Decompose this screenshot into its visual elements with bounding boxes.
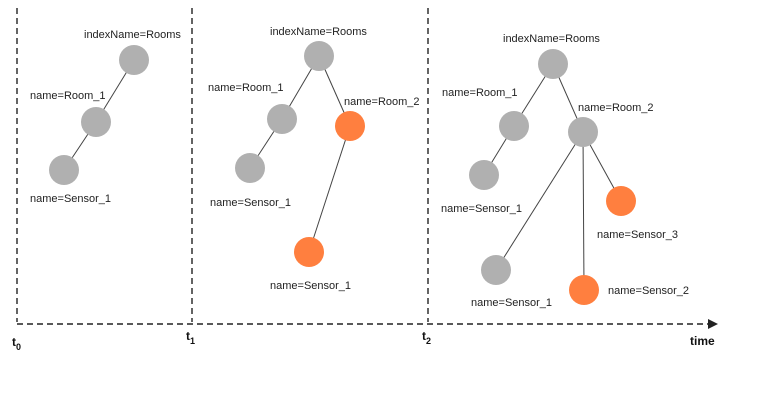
node-room1: [267, 104, 297, 134]
node-room2: [335, 111, 365, 141]
label-room1: name=Room_1: [30, 90, 106, 102]
label-root: indexName=Rooms: [503, 33, 600, 45]
label-sensor1: name=Sensor_1: [441, 203, 522, 215]
label-sensor1: name=Sensor_1: [30, 193, 111, 205]
panel-t2: indexName=Rooms name=Room_1 name=Room_2 …: [441, 33, 689, 309]
tick-t0: t0: [12, 335, 21, 352]
node-room1: [81, 107, 111, 137]
label-room2-sensor1: name=Sensor_1: [270, 280, 351, 292]
label-root: indexName=Rooms: [270, 26, 367, 38]
node-root: [304, 41, 334, 71]
time-axis-label: time: [690, 334, 715, 348]
node-sensor3: [606, 186, 636, 216]
node-sensor1: [469, 160, 499, 190]
time-axis-arrowhead: [708, 319, 718, 329]
label-sensor3: name=Sensor_3: [597, 229, 678, 241]
node-sensor2: [569, 275, 599, 305]
label-room2: name=Room_2: [344, 96, 420, 108]
label-root: indexName=Rooms: [84, 29, 181, 41]
edge-room2-sensor2: [582, 131, 585, 291]
label-room1: name=Room_1: [442, 87, 518, 99]
panel-t1: indexName=Rooms name=Room_1 name=Room_2 …: [208, 26, 420, 292]
node-root: [538, 49, 568, 79]
tick-t2: t2: [422, 329, 431, 346]
label-sensor2: name=Sensor_2: [608, 285, 689, 297]
edge-room2-sensor1: [495, 131, 584, 271]
edge-room2-sensor1: [308, 125, 351, 253]
node-sensor1: [49, 155, 79, 185]
node-root: [119, 45, 149, 75]
node-room2: [568, 117, 598, 147]
panel-t0: indexName=Rooms name=Room_1 name=Sensor_…: [30, 29, 181, 205]
node-room2-sensor1: [481, 255, 511, 285]
label-sensor1: name=Sensor_1: [210, 197, 291, 209]
node-room1: [499, 111, 529, 141]
node-room2-sensor1: [294, 237, 324, 267]
node-sensor1: [235, 153, 265, 183]
label-room1: name=Room_1: [208, 82, 284, 94]
label-room2: name=Room_2: [578, 102, 654, 114]
tick-t1: t1: [186, 329, 195, 346]
label-room2-sensor1: name=Sensor_1: [471, 297, 552, 309]
